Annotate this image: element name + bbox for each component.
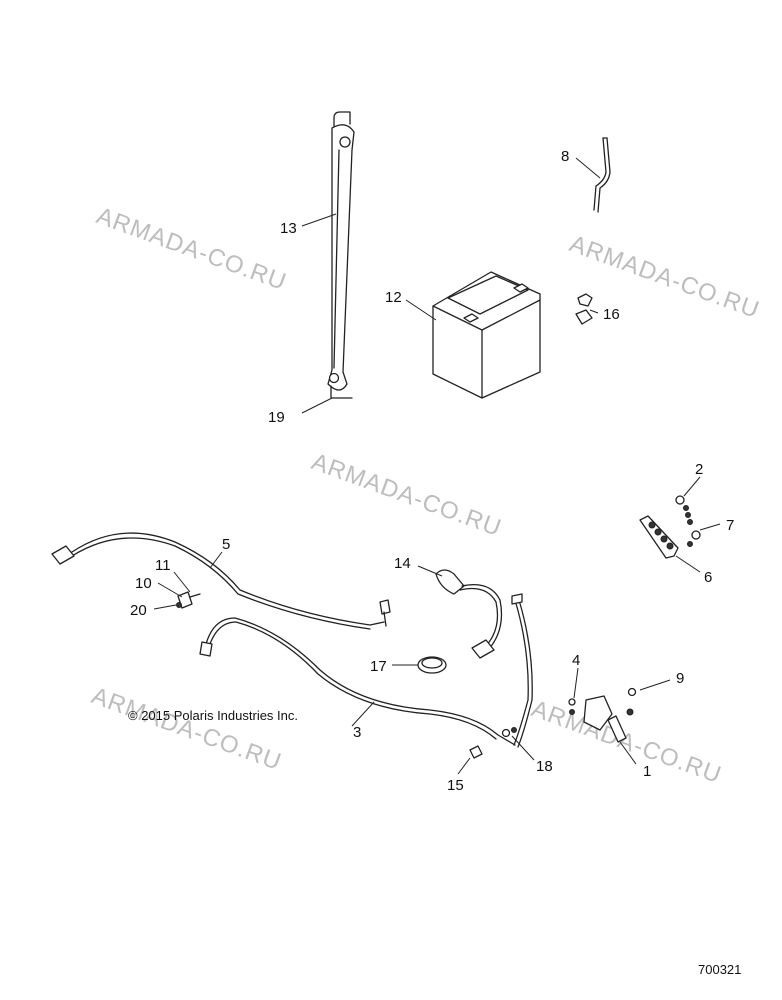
callout-20: 20 bbox=[130, 602, 147, 619]
small-hardware-bottom bbox=[469, 727, 517, 759]
callout-numbers: 13 19 12 8 16 2 7 6 5 11 10 20 14 17 3 4… bbox=[130, 148, 734, 794]
cable-boot bbox=[435, 569, 503, 659]
copyright-text: © 2015 Polaris Industries Inc. bbox=[128, 708, 298, 723]
battery bbox=[432, 271, 541, 399]
leader-lines bbox=[153, 157, 721, 775]
callout-1: 1 bbox=[643, 763, 651, 780]
callout-18: 18 bbox=[536, 758, 553, 775]
figure-number: 700321 bbox=[698, 962, 741, 977]
callout-3: 3 bbox=[353, 724, 361, 741]
nuts-washers bbox=[675, 495, 701, 547]
callout-7: 7 bbox=[726, 517, 734, 534]
callout-5: 5 bbox=[222, 536, 230, 553]
terminal-block bbox=[639, 515, 679, 559]
callout-19: 19 bbox=[268, 409, 285, 426]
callout-10: 10 bbox=[135, 575, 152, 592]
watermark-center: ARMADA-CO.RU bbox=[308, 448, 505, 542]
battery-strap bbox=[327, 111, 355, 399]
watermark-top-left: ARMADA-CO.RU bbox=[93, 202, 290, 296]
main-cable bbox=[199, 593, 533, 748]
callout-16: 16 bbox=[603, 306, 620, 323]
callout-12: 12 bbox=[385, 289, 402, 306]
callout-17: 17 bbox=[370, 658, 387, 675]
solenoid bbox=[568, 687, 637, 743]
terminal-clip bbox=[575, 293, 593, 325]
watermark-top-right: ARMADA-CO.RU bbox=[566, 230, 763, 324]
small-hardware-left bbox=[176, 591, 201, 609]
callout-11: 11 bbox=[155, 557, 171, 574]
callout-14: 14 bbox=[394, 555, 411, 572]
watermark-bottom-left: ARMADA-CO.RU bbox=[88, 682, 285, 776]
callout-6: 6 bbox=[704, 569, 712, 586]
callout-4: 4 bbox=[572, 652, 580, 669]
watermarks: ARMADA-CO.RU ARMADA-CO.RU ARMADA-CO.RU A… bbox=[88, 202, 763, 789]
hold-down-rod bbox=[593, 137, 611, 213]
watermark-bottom-right: ARMADA-CO.RU bbox=[528, 695, 725, 789]
callout-13: 13 bbox=[280, 220, 297, 237]
callout-8: 8 bbox=[561, 148, 569, 165]
callout-2: 2 bbox=[695, 461, 703, 478]
positive-cable bbox=[51, 532, 391, 630]
hose-clamp bbox=[417, 656, 447, 674]
callout-15: 15 bbox=[447, 777, 464, 794]
callout-9: 9 bbox=[676, 670, 684, 687]
